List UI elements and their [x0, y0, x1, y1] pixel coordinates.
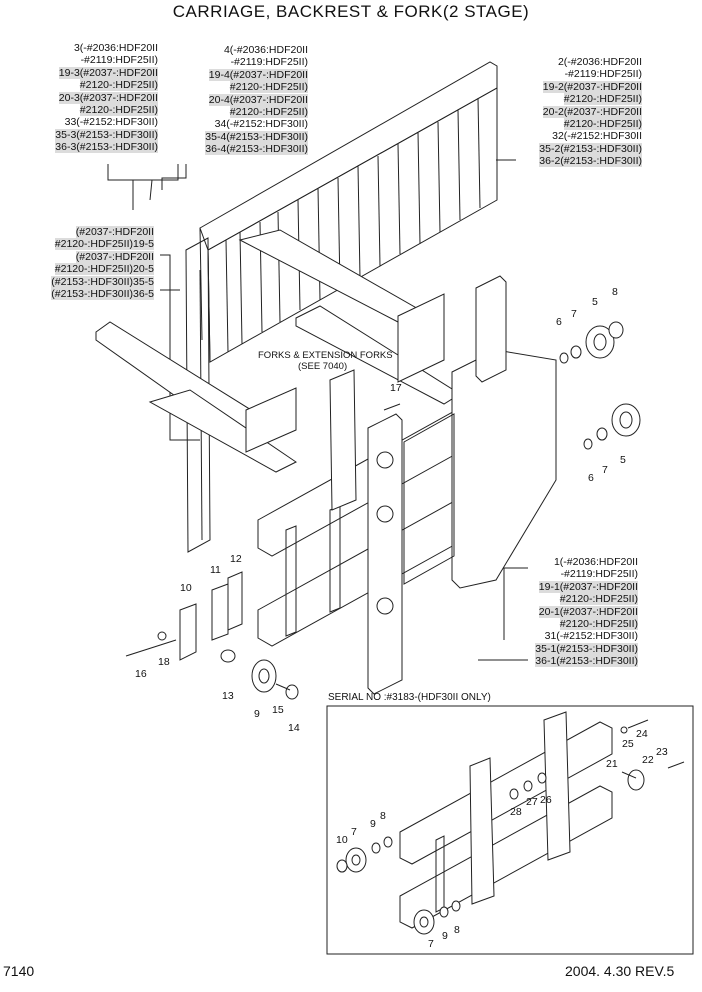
callout-right-mid: 1(-#2036:HDF20II -#2119:HDF25II) 19-1(#2… [510, 556, 638, 668]
page-number: 7140 [3, 963, 35, 979]
callout-left-top: 3(-#2036:HDF20II -#2119:HDF25II) 19-3(#2… [38, 42, 158, 154]
part-number-label: 5 [620, 454, 626, 466]
callout-line: -#2119:HDF25II) [80, 54, 158, 67]
part-number-label: 28 [510, 806, 522, 818]
callout-line: 35-3(#2153-:HDF30II) [55, 128, 158, 141]
part-number-label: 24 [636, 728, 648, 740]
callout-line: 34(-#2152:HDF30II) [214, 118, 308, 131]
part-number-label: 26 [540, 794, 552, 806]
part-number-label: 22 [642, 754, 654, 766]
part-number-label: 16 [135, 668, 147, 680]
callout-line: #2120-:HDF25II)19-5 [54, 238, 154, 251]
callout-line: (#2037-:HDF20II [75, 250, 154, 263]
part-number-label: 17 [390, 382, 402, 394]
part-number-label: 13 [222, 690, 234, 702]
callout-line: 20-3(#2037-:HDF20II [58, 91, 158, 104]
callout-line: 36-1(#2153-:HDF30II) [535, 655, 638, 668]
callout-line: (#2153-:HDF30II)35-5 [51, 275, 154, 288]
callout-line: 32(-#2152:HDF30II [552, 130, 642, 143]
callout-line: #2120-:HDF25II) [79, 104, 158, 117]
callout-line: 35-1(#2153-:HDF30II) [535, 642, 638, 655]
forks-note-line1: FORKS & EXTENSION FORKS [258, 350, 393, 361]
callout-line: #2120-:HDF25II) [79, 79, 158, 92]
callout-line: 31(-#2152:HDF30II) [544, 630, 638, 643]
callout-line: 2(-#2036:HDF20II [557, 56, 642, 68]
callout-line: -#2119:HDF25II) [560, 568, 638, 581]
part-number-label: 18 [158, 656, 170, 668]
part-number-label: 12 [230, 553, 242, 565]
callout-line: #2120-:HDF25II) [229, 81, 308, 94]
forks-note-line2: (SEE 7040) [298, 361, 348, 372]
callout-line: 19-2(#2037-:HDF20II [542, 80, 642, 93]
part-number-label: 8 [380, 810, 386, 822]
callout-line: 33(-#2152:HDF30II) [64, 116, 158, 129]
part-number-label: 9 [370, 818, 376, 830]
callout-line: 35-4(#2153-:HDF30II) [205, 130, 308, 143]
part-number-label: 25 [622, 738, 634, 750]
callout-line: -#2119:HDF25II) [564, 68, 642, 81]
part-number-label: 14 [288, 722, 300, 734]
callout-line: 20-1(#2037-:HDF20II [538, 605, 638, 618]
callout-line: 20-2(#2037-:HDF20II [542, 105, 642, 118]
callout-line: 1(-#2036:HDF20II [553, 556, 638, 568]
revision-date: 2004. 4.30 REV.5 [565, 963, 675, 979]
callout-line: #2120-:HDF25II) [563, 93, 642, 106]
part-number-label: 8 [612, 286, 618, 298]
part-number-label: 27 [526, 796, 538, 808]
part-number-label: 7 [602, 464, 608, 476]
part-number-label: 23 [656, 746, 668, 758]
callout-line: 19-1(#2037-:HDF20II [538, 580, 638, 593]
callout-line: #2120-:HDF25II) [229, 106, 308, 119]
part-number-label: 6 [556, 316, 562, 328]
part-number-label: 10 [180, 582, 192, 594]
part-number-label: 8 [454, 924, 460, 936]
part-number-label: 11 [210, 564, 221, 576]
callout-mid-top: 4(-#2036:HDF20II -#2119:HDF25II) 19-4(#2… [178, 44, 308, 156]
callout-line: 4(-#2036:HDF20II [223, 44, 308, 56]
callout-line: 36-4(#2153-:HDF30II) [205, 143, 308, 156]
part-number-label: 7 [571, 308, 577, 320]
callout-line: 36-2(#2153-:HDF30II) [539, 155, 642, 168]
part-number-label: 15 [272, 704, 284, 716]
page-title: CARRIAGE, BACKREST & FORK(2 STAGE) [172, 2, 530, 21]
part-number-label: 10 [336, 834, 348, 846]
part-number-label: 7 [428, 938, 434, 950]
part-number-label: 6 [588, 472, 594, 484]
callout-line: 35-2(#2153-:HDF30II) [539, 142, 642, 155]
callout-line: 19-4(#2037-:HDF20II [208, 68, 308, 81]
part-number-label: 9 [254, 708, 260, 720]
part-number-label: 21 [606, 758, 618, 770]
callout-line: 36-3(#2153-:HDF30II) [55, 141, 158, 154]
callout-line: -#2119:HDF25II) [230, 56, 308, 69]
part-number-label: 5 [592, 296, 598, 308]
callout-left-mid: (#2037-:HDF20II #2120-:HDF25II)19-5 (#20… [26, 226, 154, 301]
callout-line: (#2153-:HDF30II)36-5 [51, 288, 154, 301]
callout-right-top: 2(-#2036:HDF20II -#2119:HDF25II) 19-2(#2… [512, 56, 642, 168]
callout-line: 3(-#2036:HDF20II [73, 42, 158, 54]
part-number-label: 9 [442, 930, 448, 942]
callout-line: #2120-:HDF25II) [563, 118, 642, 131]
part-number-label: 7 [351, 826, 357, 838]
callout-line: 20-4(#2037-:HDF20II [208, 93, 308, 106]
callout-line: #2120-:HDF25II)20-5 [54, 263, 154, 276]
callout-line: (#2037-:HDF20II [75, 226, 154, 238]
callout-line: #2120-:HDF25II) [559, 593, 638, 606]
callout-line: #2120-:HDF25II) [559, 618, 638, 631]
serial-note: SERIAL NO :#3183-(HDF30II ONLY) [328, 692, 491, 703]
callout-line: 19-3(#2037-:HDF20II [58, 66, 158, 79]
